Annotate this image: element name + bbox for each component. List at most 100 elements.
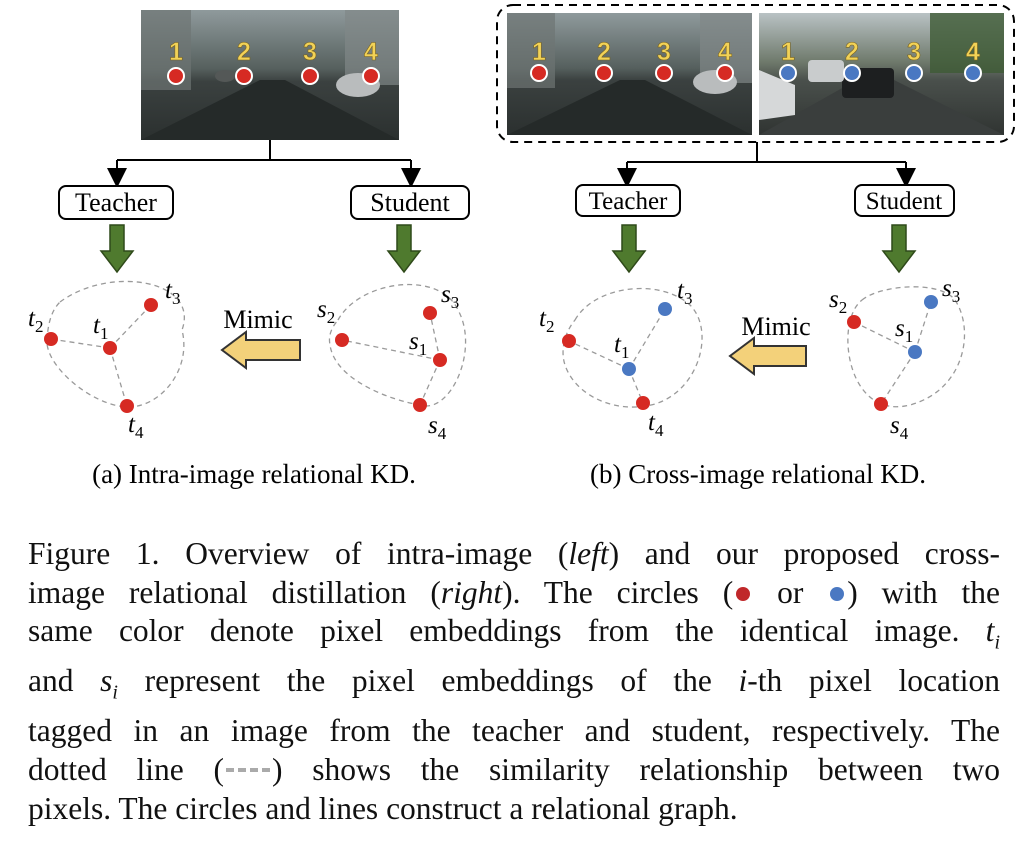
red-circle bbox=[636, 396, 650, 410]
node-label-s1: s1 bbox=[409, 328, 427, 359]
red-circle bbox=[235, 67, 253, 85]
subcaption-b: (b) Cross-image relational KD. bbox=[590, 459, 926, 489]
street-photo bbox=[141, 10, 399, 140]
node-label-t1: t1 bbox=[93, 312, 108, 343]
student-box bbox=[350, 185, 470, 220]
node-label-s4: s4 bbox=[890, 412, 909, 443]
point-label: 3 bbox=[907, 38, 921, 66]
blue-circle bbox=[658, 302, 672, 316]
red-circle bbox=[44, 332, 58, 346]
teacher-label: Teacher bbox=[589, 188, 668, 215]
subcaption-a: (a) Intra-image relational KD. bbox=[92, 459, 416, 489]
caption-line: pixels. The circles and lines construct … bbox=[28, 790, 738, 826]
red-circle bbox=[362, 67, 380, 85]
point-label: 2 bbox=[597, 38, 611, 66]
red-circle bbox=[167, 67, 185, 85]
red-circle bbox=[144, 298, 158, 312]
green-down-arrow bbox=[611, 224, 647, 274]
teacher-box bbox=[58, 185, 174, 220]
red-circle bbox=[301, 67, 319, 85]
node-label-t3: t3 bbox=[677, 277, 692, 308]
node-label-s4: s4 bbox=[428, 412, 447, 443]
node-label-s3: s3 bbox=[441, 281, 459, 312]
node-label-t4: t4 bbox=[648, 409, 664, 440]
point-label: 2 bbox=[845, 38, 859, 66]
photo-points bbox=[530, 64, 982, 82]
point-label: 3 bbox=[303, 38, 317, 66]
red-circle bbox=[103, 341, 117, 355]
red-circle bbox=[423, 306, 437, 320]
node-label-t3: t3 bbox=[165, 277, 180, 308]
image-pair-frame bbox=[496, 4, 1015, 143]
node-label-t2: t2 bbox=[28, 305, 43, 336]
blue-circle bbox=[908, 345, 922, 359]
blue-circle bbox=[779, 64, 797, 82]
photo-points bbox=[167, 67, 380, 85]
figure-diagram: 1 2 3 4 Teacher Student bbox=[28, 4, 1015, 489]
point-label: 4 bbox=[364, 38, 378, 66]
point-label: 4 bbox=[966, 38, 980, 66]
red-circle bbox=[413, 398, 427, 412]
blue-circle bbox=[924, 295, 938, 309]
red-circle bbox=[874, 397, 888, 411]
node-label-t1: t1 bbox=[614, 331, 629, 362]
figure-caption: Figure 1. Overview of intra-image (left)… bbox=[28, 535, 1000, 829]
dashed-line-icon bbox=[226, 768, 270, 773]
street-photo-2 bbox=[759, 13, 1004, 135]
green-down-arrow bbox=[881, 224, 917, 274]
node-label-s2: s2 bbox=[829, 286, 847, 317]
caption-line: Figure 1. Overview of intra-image (left)… bbox=[28, 536, 1001, 571]
node-label-s3: s3 bbox=[942, 275, 960, 306]
red-circle-icon bbox=[736, 586, 751, 601]
mimic-arrow bbox=[220, 330, 301, 370]
point-label: 3 bbox=[657, 38, 671, 66]
node-label-s2: s2 bbox=[317, 296, 335, 327]
red-circle bbox=[595, 64, 613, 82]
red-circle bbox=[847, 315, 861, 329]
teacher-graph: t1 t2 t3 t4 bbox=[539, 277, 703, 440]
caption-line: same color denote pixel embeddings from … bbox=[28, 613, 1000, 654]
mimic-label: Mimic bbox=[741, 312, 810, 341]
point-label: 2 bbox=[237, 38, 251, 66]
caption-line: and si represent the pixel embeddings of… bbox=[28, 663, 1000, 704]
red-circle bbox=[335, 333, 349, 347]
photo-point-labels: 1 2 3 4 bbox=[169, 38, 379, 67]
student-label: Student bbox=[370, 188, 450, 217]
street-photo-1 bbox=[507, 13, 752, 135]
green-down-arrow bbox=[386, 224, 422, 274]
node-label-s1: s1 bbox=[895, 315, 913, 346]
mimic-arrow bbox=[728, 336, 807, 376]
point-label: 1 bbox=[169, 38, 183, 66]
red-circle bbox=[716, 64, 734, 82]
branch-connector bbox=[107, 140, 421, 188]
green-down-arrow bbox=[99, 224, 135, 274]
branch-connector bbox=[617, 142, 916, 188]
teacher-box bbox=[575, 184, 681, 217]
red-circle bbox=[433, 353, 447, 367]
student-graph: s1 s2 s3 s4 bbox=[317, 281, 467, 443]
mimic-label: Mimic bbox=[223, 305, 292, 334]
panel-a: 1 2 3 4 Teacher Student bbox=[28, 10, 470, 489]
blue-circle bbox=[843, 64, 861, 82]
teacher-label: Teacher bbox=[75, 188, 157, 217]
point-label: 1 bbox=[781, 38, 795, 66]
blue-circle bbox=[905, 64, 923, 82]
point-label: 4 bbox=[718, 38, 732, 66]
caption-line: dotted line () shows the similarity rela… bbox=[28, 752, 1000, 788]
caption-line: tagged in an image from the teacher and … bbox=[28, 713, 1000, 749]
blue-circle bbox=[622, 362, 636, 376]
red-circle bbox=[562, 334, 576, 348]
red-circle bbox=[655, 64, 673, 82]
point-label: 1 bbox=[532, 38, 546, 66]
red-circle bbox=[120, 399, 134, 413]
red-circle bbox=[530, 64, 548, 82]
panel-b: 1 2 3 4 1 2 3 4 Teacher St bbox=[496, 4, 1015, 489]
student-graph: s1 s2 s3 s4 bbox=[829, 275, 966, 443]
blue-circle bbox=[964, 64, 982, 82]
caption-line: image relational distillation (right). T… bbox=[28, 574, 1000, 610]
student-box bbox=[854, 184, 955, 217]
node-label-t2: t2 bbox=[539, 305, 554, 336]
teacher-graph: t1 t2 t3 t4 bbox=[28, 277, 185, 442]
node-label-t4: t4 bbox=[128, 411, 144, 442]
blue-circle-icon bbox=[830, 586, 845, 601]
